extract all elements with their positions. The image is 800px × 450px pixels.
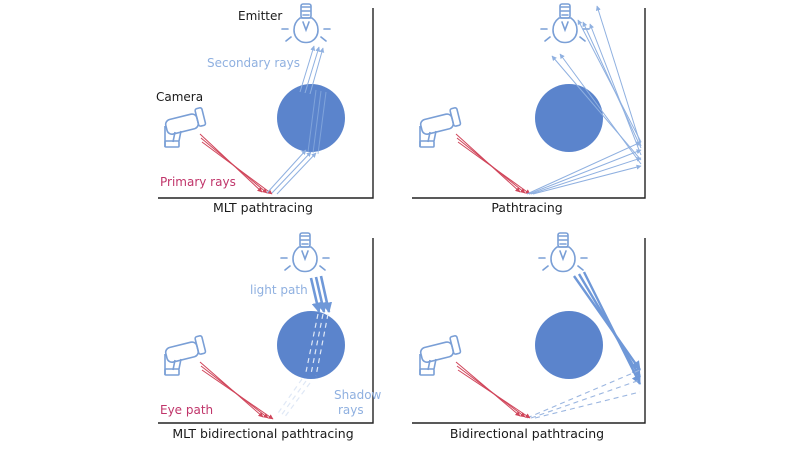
security-camera-icon <box>418 334 462 376</box>
security-camera-icon <box>163 334 207 376</box>
eye-path-rays <box>199 361 274 420</box>
security-camera-icon <box>163 106 207 148</box>
connection-rays <box>526 369 641 419</box>
sphere <box>535 311 603 379</box>
light-bulb-icon <box>281 3 331 44</box>
caption-mlt-bidirectional: MLT bidirectional pathtracing <box>172 426 353 441</box>
security-camera-icon <box>418 106 462 148</box>
light-bulb-icon <box>538 232 588 273</box>
secondary-rays <box>266 45 327 195</box>
primary-rays <box>455 133 531 195</box>
scene-walls <box>412 238 646 424</box>
light-bulb-icon <box>540 3 590 44</box>
secondary-rays-label: Secondary rays <box>207 56 300 70</box>
eye-path-rays <box>455 361 531 419</box>
shadow-rays-label-line2: rays <box>338 403 364 417</box>
panel-bidirectional: Bidirectional pathtracing <box>412 232 646 441</box>
camera-label: Camera <box>156 90 203 104</box>
light-path-rays <box>309 275 333 314</box>
caption-pathtracing: Pathtracing <box>491 200 562 215</box>
scene-walls <box>158 8 374 199</box>
scene-walls <box>158 238 374 424</box>
sphere <box>277 84 345 152</box>
panel-mlt-bidirectional: light path Shadow rays Eye path MLT bidi… <box>158 232 382 441</box>
caption-bidirectional: Bidirectional pathtracing <box>450 426 604 441</box>
light-bulb-icon <box>280 232 330 273</box>
bounce-rays <box>526 5 642 195</box>
primary-rays-label: Primary rays <box>160 175 236 189</box>
caption-mlt-pathtracing: MLT pathtracing <box>213 200 313 215</box>
emitter-label: Emitter <box>238 9 282 23</box>
scene-walls <box>412 8 646 199</box>
shadow-rays-label-line1: Shadow <box>334 388 382 402</box>
panel-pathtracing: Pathtracing <box>412 3 646 215</box>
panel-mlt-pathtracing: Emitter Camera Secondary rays Primary ra… <box>156 3 374 215</box>
shadow-rays <box>275 313 329 419</box>
primary-rays <box>199 133 273 195</box>
eye-path-label: Eye path <box>160 403 213 417</box>
light-path-label: light path <box>250 283 308 297</box>
light-path-rays <box>573 271 642 385</box>
sphere <box>535 84 603 152</box>
